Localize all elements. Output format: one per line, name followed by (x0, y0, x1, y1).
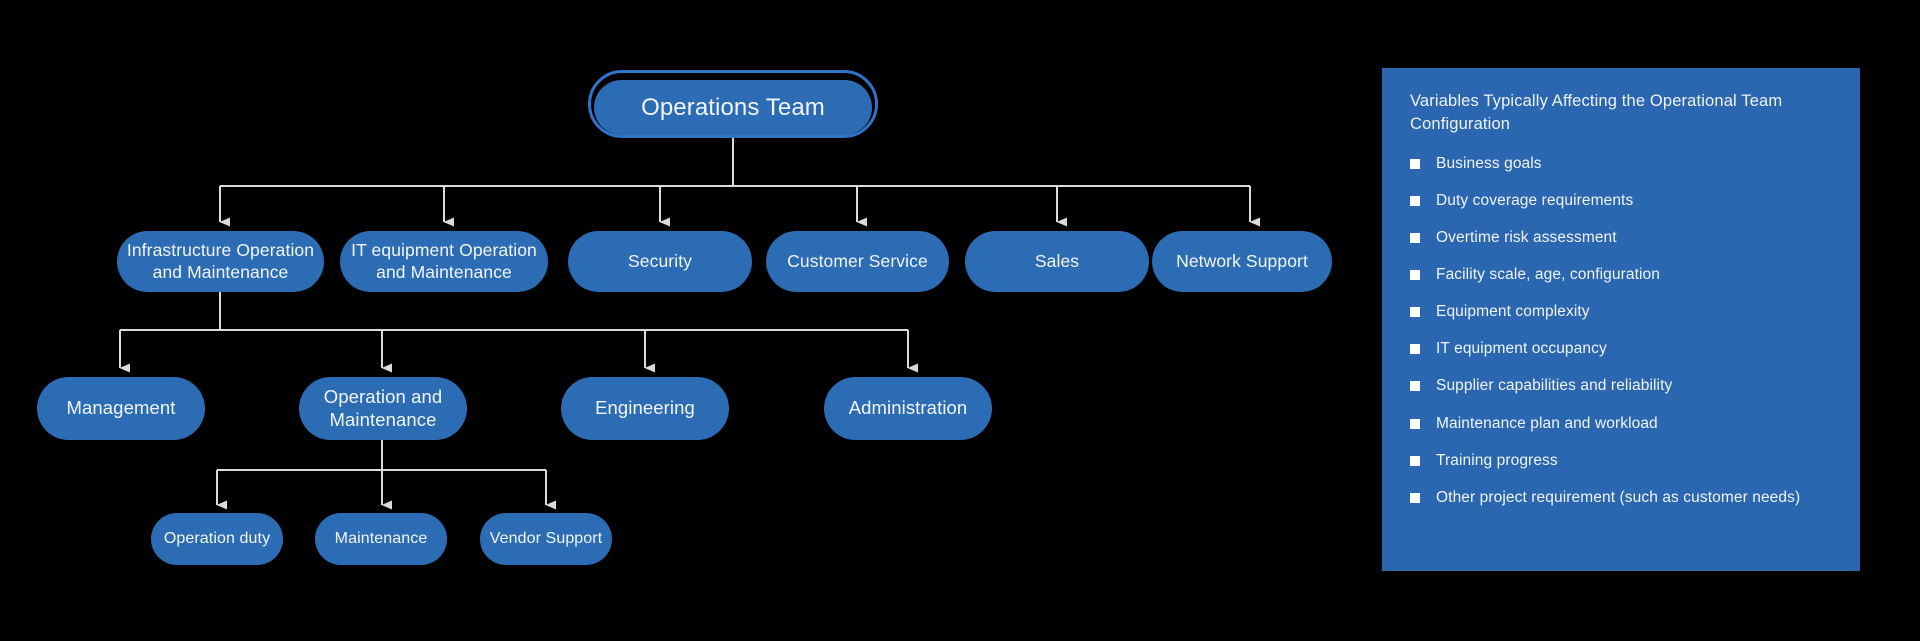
list-item: Business goals (1410, 155, 1834, 174)
list-item-label: Training progress (1436, 451, 1558, 469)
bullet-square-icon (1410, 492, 1420, 503)
variables-panel: Variables Typically Affecting the Operat… (1382, 68, 1860, 571)
node-vendor-support[interactable]: Vendor Support (480, 513, 612, 565)
node-label: Operations Team (641, 93, 825, 121)
list-item-label: Maintenance plan and workload (1436, 414, 1658, 432)
node-label: Administration (848, 397, 968, 419)
node-label: Operation and Maintenance (323, 385, 443, 430)
node-management[interactable]: Management (37, 377, 205, 440)
node-customer-service[interactable]: Customer Service (766, 231, 949, 292)
node-administration[interactable]: Administration (824, 377, 992, 440)
node-label: Customer Service (787, 250, 928, 271)
node-label: Sales (1034, 250, 1080, 271)
list-item: Supplier capabilities and reliability (1410, 377, 1834, 396)
list-item: Duty coverage requirements (1410, 192, 1834, 211)
list-item: Training progress (1410, 452, 1834, 471)
list-item-label: Facility scale, age, configuration (1436, 266, 1660, 284)
list-item: Other project requirement (such as custo… (1410, 489, 1834, 508)
bullet-square-icon (1410, 233, 1420, 244)
node-network-support[interactable]: Network Support (1152, 231, 1332, 292)
node-sales[interactable]: Sales (965, 231, 1149, 292)
node-maintenance[interactable]: Maintenance (315, 513, 447, 565)
list-item-label: Other project requirement (such as custo… (1436, 488, 1801, 506)
list-item-label: Supplier capabilities and reliability (1436, 377, 1673, 395)
bullet-square-icon (1410, 270, 1420, 281)
node-infrastructure-operation-and-maintenance[interactable]: Infrastructure Operation and Maintenance (117, 231, 324, 292)
list-item: Maintenance plan and workload (1410, 415, 1834, 434)
node-label: Engineering (595, 397, 695, 419)
node-label: Security (627, 250, 692, 271)
node-label: Vendor Support (489, 530, 603, 548)
node-operation-duty[interactable]: Operation duty (151, 513, 283, 565)
list-item: Equipment complexity (1410, 303, 1834, 322)
bullet-square-icon (1410, 158, 1420, 169)
node-engineering[interactable]: Engineering (561, 377, 729, 440)
node-label: Maintenance (334, 530, 428, 548)
list-item-label: IT equipment occupancy (1436, 340, 1607, 358)
bullet-square-icon (1410, 195, 1420, 206)
node-label: Infrastructure Operation and Maintenance (126, 240, 315, 282)
list-item: IT equipment occupancy (1410, 340, 1834, 359)
node-label: IT equipment Operation and Maintenance (351, 240, 537, 282)
list-item-label: Business goals (1436, 154, 1542, 172)
list-item: Overtime risk assessment (1410, 229, 1834, 248)
node-label: Management (66, 397, 176, 419)
node-security[interactable]: Security (568, 231, 752, 292)
list-item-label: Duty coverage requirements (1436, 191, 1634, 209)
node-operation-and-maintenance[interactable]: Operation and Maintenance (299, 377, 467, 440)
bullet-square-icon (1410, 455, 1420, 466)
bullet-square-icon (1410, 344, 1420, 355)
panel-title: Variables Typically Affecting the Operat… (1410, 92, 1783, 134)
bullet-square-icon (1410, 307, 1420, 318)
bullet-square-icon (1410, 381, 1420, 392)
bullet-square-icon (1410, 418, 1420, 429)
node-label: Operation duty (163, 530, 271, 548)
node-operations-team[interactable]: Operations Team (594, 80, 872, 135)
node-it-equipment-operation-and-maintenance[interactable]: IT equipment Operation and Maintenance (340, 231, 548, 292)
node-label: Network Support (1176, 250, 1308, 271)
list-item: Facility scale, age, configuration (1410, 266, 1834, 285)
list-item-label: Equipment complexity (1436, 303, 1590, 321)
list-item-label: Overtime risk assessment (1436, 229, 1617, 247)
panel-variable-list: Business goals Duty coverage requirement… (1410, 155, 1834, 507)
